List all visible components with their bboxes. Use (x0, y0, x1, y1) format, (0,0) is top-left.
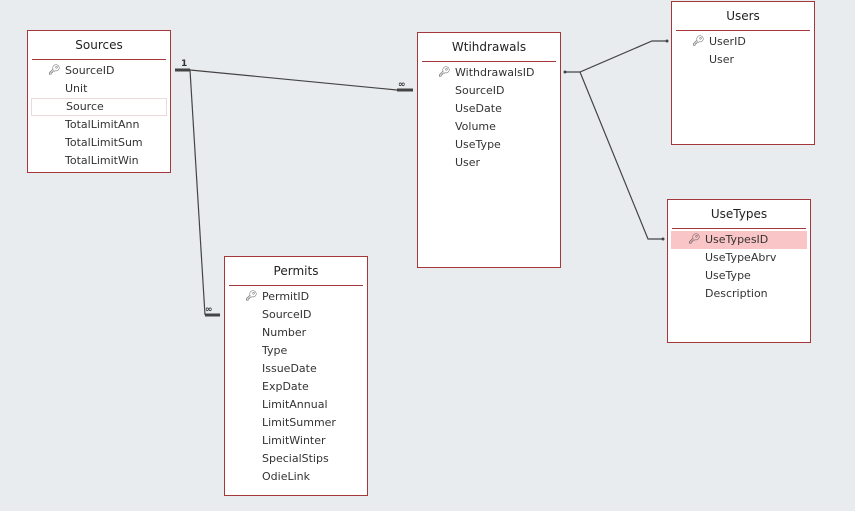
key-icon: 🔑︎ (688, 234, 701, 245)
field-row[interactable]: 🔑︎ SourceID (31, 62, 167, 80)
field-name: Number (262, 326, 307, 339)
field-row[interactable]: UseDate (421, 100, 557, 118)
field-row[interactable]: Type (228, 342, 364, 360)
field-row[interactable]: TotalLimitWin (31, 152, 167, 170)
field-name: UseTypeAbrv (705, 251, 777, 264)
one-label: 1 (181, 59, 187, 69)
key-icon: 🔑︎ (438, 67, 451, 78)
field-row[interactable]: UseType (671, 267, 807, 285)
field-row[interactable]: TotalLimitAnn (31, 116, 167, 134)
field-name: OdieLink (262, 470, 310, 483)
field-name: SourceID (65, 64, 115, 77)
field-row[interactable]: Description (671, 285, 807, 303)
field-row[interactable]: LimitAnnual (228, 396, 364, 414)
field-name: PermitID (262, 290, 310, 303)
field-name: UseTypesID (705, 233, 769, 246)
field-row[interactable]: SpecialStips (228, 450, 364, 468)
key-icon: 🔑︎ (692, 36, 705, 47)
field-row[interactable]: Number (228, 324, 364, 342)
table-title[interactable]: Sources (75, 38, 123, 52)
field-name: UserID (709, 35, 746, 48)
field-row[interactable]: 🔑︎ WithdrawalsID (421, 64, 557, 82)
field-row[interactable]: User (675, 51, 811, 69)
field-row[interactable]: Unit (31, 80, 167, 98)
table-title[interactable]: Permits (273, 264, 319, 278)
table-withdrawals[interactable]: Wtihdrawals 🔑︎ WithdrawalsID SourceID Use… (417, 32, 561, 268)
rel-withdrawals-users (565, 40, 667, 73)
field-name: TotalLimitAnn (65, 118, 140, 131)
table-usetypes[interactable]: UseTypes 🔑︎ UseTypesID UseTypeAbrv UseTyp… (667, 199, 811, 343)
rel-withdrawals-usetypes (579, 71, 663, 240)
table-title[interactable]: Wtihdrawals (451, 40, 527, 54)
field-name: Unit (65, 82, 88, 95)
field-name: User (709, 53, 735, 66)
field-row[interactable]: Volume (421, 118, 557, 136)
field-row[interactable]: Source (31, 98, 167, 116)
many-label: ∞ (205, 305, 213, 315)
field-name: Description (705, 287, 768, 300)
field-name: SourceID (455, 84, 505, 97)
field-row[interactable]: SourceID (421, 82, 557, 100)
field-name: SourceID (262, 308, 312, 321)
field-name: SpecialStips (262, 452, 329, 465)
field-name: UseDate (455, 102, 502, 115)
key-icon: 🔑︎ (245, 291, 258, 302)
field-name: TotalLimitSum (65, 136, 143, 149)
field-name: Type (262, 344, 288, 357)
field-name: Volume (455, 120, 496, 133)
field-name: UseType (705, 269, 751, 282)
field-name: LimitSummer (262, 416, 336, 429)
many-label: ∞ (398, 80, 406, 90)
field-row[interactable]: 🔑︎ PermitID (228, 288, 364, 306)
field-row[interactable]: IssueDate (228, 360, 364, 378)
field-name: Source (66, 100, 104, 113)
field-name: WithdrawalsID (455, 66, 535, 79)
rel-sources-withdrawals (189, 69, 398, 91)
field-name: User (455, 156, 481, 169)
field-name: LimitAnnual (262, 398, 328, 411)
field-row-selected[interactable]: 🔑︎ UseTypesID (671, 231, 807, 249)
field-row[interactable]: User (421, 154, 557, 172)
field-name: TotalLimitWin (65, 154, 139, 167)
field-row[interactable]: LimitSummer (228, 414, 364, 432)
table-title[interactable]: UseTypes (710, 207, 768, 221)
field-name: ExpDate (262, 380, 309, 393)
table-sources[interactable]: Sources 🔑︎ SourceID Unit Source TotalLimi… (27, 30, 171, 173)
key-icon: 🔑︎ (48, 65, 61, 76)
field-row[interactable]: OdieLink (228, 468, 364, 486)
field-row[interactable]: UseType (421, 136, 557, 154)
field-row[interactable]: LimitWinter (228, 432, 364, 450)
table-permits[interactable]: Permits 🔑︎PermitID SourceID Number Type … (224, 256, 368, 496)
table-title[interactable]: Users (726, 9, 760, 23)
field-name: UseType (455, 138, 501, 151)
field-row[interactable]: UseTypeAbrv (671, 249, 807, 267)
field-name: IssueDate (262, 362, 317, 375)
field-row[interactable]: 🔑︎ UserID (675, 33, 811, 51)
field-row[interactable]: ExpDate (228, 378, 364, 396)
field-row[interactable]: TotalLimitSum (31, 134, 167, 152)
field-row[interactable]: SourceID (228, 306, 364, 324)
rel-sources-permits (189, 69, 206, 316)
field-name: LimitWinter (262, 434, 326, 447)
table-users[interactable]: Users 🔑︎ UserID User (671, 1, 815, 145)
